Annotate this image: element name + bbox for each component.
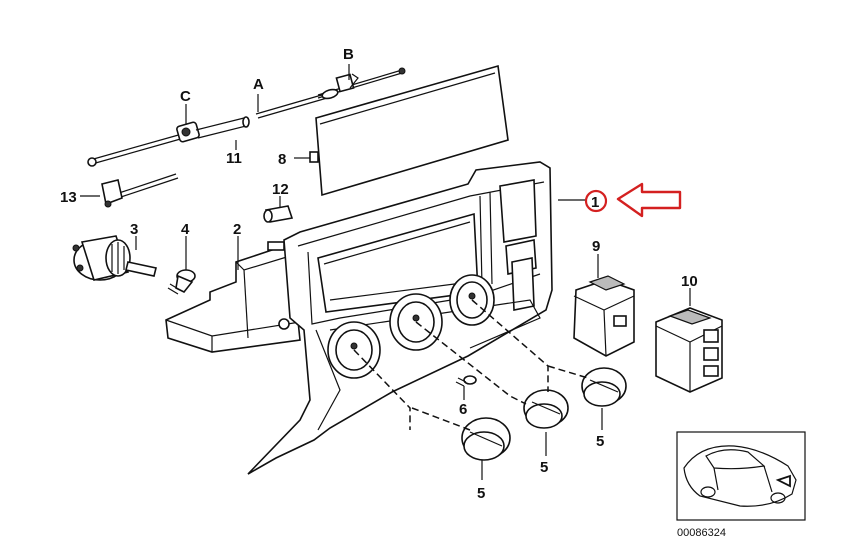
part-3-switch	[72, 235, 157, 281]
label-2: 2	[233, 221, 241, 238]
part-10-switch-block	[655, 307, 723, 393]
knob-lower	[461, 417, 511, 461]
label-13: 13	[60, 189, 77, 206]
knob-middle	[523, 389, 569, 429]
label-6: 6	[459, 401, 467, 418]
part-8-flap	[309, 64, 509, 197]
label-1: 1	[591, 194, 599, 211]
knob-upper-right	[581, 367, 627, 407]
label-10: 10	[681, 273, 698, 290]
label-12: 12	[272, 181, 289, 198]
label-4: 4	[181, 221, 190, 238]
label-9: 9	[592, 238, 600, 255]
label-B: B	[343, 46, 354, 63]
knobs-5	[461, 367, 627, 461]
circle-highlight	[584, 189, 608, 213]
part-2-carrier	[165, 241, 301, 353]
label-11: 11	[226, 150, 242, 167]
label-5-lower: 5	[477, 485, 485, 502]
leader-lines	[80, 64, 691, 480]
part-9-switch	[573, 275, 635, 357]
part-12-bulb	[263, 205, 294, 223]
label-C: C	[180, 88, 191, 105]
assembly-lines	[353, 299, 589, 431]
part-labels: B A C 11 8 13 12 3 4 2 9 10 6 5 5 5 1	[60, 46, 698, 502]
vehicle-inset	[676, 431, 806, 521]
label-5-middle: 5	[540, 459, 548, 476]
label-3: 3	[130, 221, 138, 238]
label-A: A	[253, 76, 264, 93]
part-6-screw	[455, 375, 477, 387]
inset-code: 00086324	[677, 527, 726, 539]
cable-assembly	[87, 67, 406, 167]
label-8: 8	[278, 151, 286, 168]
part-4-screw	[167, 269, 196, 295]
part-13-clip	[101, 173, 179, 208]
label-5-right: 5	[596, 433, 604, 450]
left-arrow-outline-icon	[616, 182, 682, 218]
